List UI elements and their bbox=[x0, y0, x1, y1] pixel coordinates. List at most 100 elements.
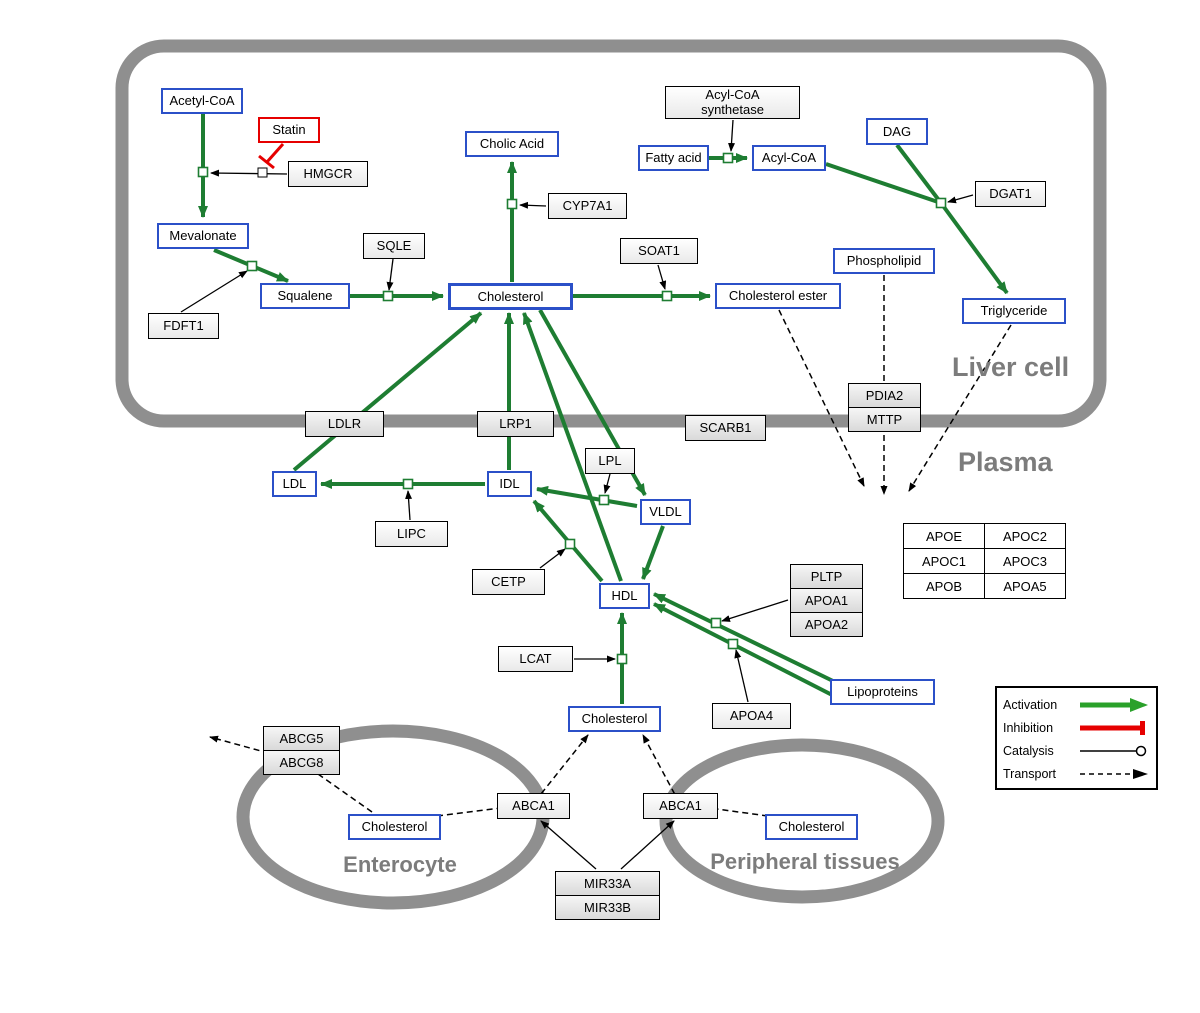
anchor-square bbox=[935, 197, 947, 209]
edge-junction-triglyceride bbox=[939, 201, 1009, 295]
node-acetyl-coa[interactable]: Acetyl-CoA bbox=[161, 88, 243, 114]
node-mevalonate[interactable]: Mevalonate bbox=[157, 223, 249, 249]
legend-row-activation: Activation bbox=[1003, 693, 1150, 716]
node-fdft1[interactable]: FDFT1 bbox=[148, 313, 219, 339]
node-lrp1[interactable]: LRP1 bbox=[477, 411, 554, 437]
node-mir33a[interactable]: MIR33A bbox=[555, 871, 660, 896]
node-statin[interactable]: Statin bbox=[258, 117, 320, 143]
legend-row-catalysis: Catalysis bbox=[1003, 739, 1150, 762]
node-triglyceride[interactable]: Triglyceride bbox=[962, 298, 1066, 324]
acyl-coa-synthetase-line2: synthetase bbox=[701, 101, 764, 117]
node-apoe[interactable]: APOE bbox=[903, 523, 985, 549]
edge-vldl-idl-lpl bbox=[536, 485, 638, 508]
transport-cholesterol-abca1-peripheral bbox=[642, 734, 769, 817]
node-cholic-acid[interactable]: Cholic Acid bbox=[465, 131, 559, 157]
node-acyl-coa[interactable]: Acyl-CoA bbox=[752, 145, 826, 171]
catalysis-lpl bbox=[603, 473, 611, 494]
anchor-square bbox=[710, 617, 722, 629]
node-apoa1[interactable]: APOA1 bbox=[790, 588, 863, 613]
transport-dashed-arrow-icon bbox=[1080, 768, 1148, 779]
node-phospholipid[interactable]: Phospholipid bbox=[833, 248, 935, 274]
node-abcg8[interactable]: ABCG8 bbox=[263, 750, 340, 775]
anchor-square bbox=[246, 260, 258, 272]
node-fatty-acid[interactable]: Fatty acid bbox=[638, 145, 709, 171]
node-pltp[interactable]: PLTP bbox=[790, 564, 863, 589]
node-pdia2[interactable]: PDIA2 bbox=[848, 383, 921, 408]
node-apoa4[interactable]: APOA4 bbox=[712, 703, 791, 729]
node-mir33b[interactable]: MIR33B bbox=[555, 895, 660, 920]
anchor-square bbox=[382, 290, 394, 302]
node-abca1-peripheral[interactable]: ABCA1 bbox=[643, 793, 718, 819]
edge-anchor-squares bbox=[197, 152, 947, 665]
node-dgat1[interactable]: DGAT1 bbox=[975, 181, 1046, 207]
node-cholesterol-plasma[interactable]: Cholesterol bbox=[568, 706, 661, 732]
legend-inhibition-label: Inhibition bbox=[1003, 720, 1054, 735]
anchor-square bbox=[598, 494, 610, 506]
node-cholesterol-peripheral[interactable]: Cholesterol bbox=[765, 814, 858, 840]
liver-cell-compartment bbox=[115, 39, 1107, 428]
transport-edges bbox=[209, 275, 1012, 817]
node-squalene[interactable]: Squalene bbox=[260, 283, 350, 309]
plasma-label: Plasma bbox=[958, 447, 1053, 477]
node-sqle[interactable]: SQLE bbox=[363, 233, 425, 259]
catalysis-circle-icon bbox=[1080, 745, 1147, 756]
inhibition-tbar-icon bbox=[1080, 720, 1145, 735]
node-apoc3[interactable]: APOC3 bbox=[984, 548, 1066, 574]
node-dag[interactable]: DAG bbox=[866, 118, 928, 145]
node-apoc2[interactable]: APOC2 bbox=[984, 523, 1066, 549]
anchor-square bbox=[402, 478, 414, 490]
node-cholesterol-liver[interactable]: Cholesterol bbox=[448, 283, 573, 310]
node-lipoproteins[interactable]: Lipoproteins bbox=[830, 679, 935, 705]
anchor-square bbox=[197, 166, 209, 178]
node-apoa5[interactable]: APOA5 bbox=[984, 573, 1066, 599]
node-cholesterol-ester[interactable]: Cholesterol ester bbox=[715, 283, 841, 309]
node-ldl[interactable]: LDL bbox=[272, 471, 317, 497]
node-mttp[interactable]: MTTP bbox=[848, 407, 921, 432]
anchor-square bbox=[506, 198, 518, 210]
peripheral-tissues-label: Peripheral tissues bbox=[710, 849, 900, 874]
node-idl[interactable]: IDL bbox=[487, 471, 532, 497]
inhibition-statin-tbar bbox=[258, 154, 275, 170]
node-soat1[interactable]: SOAT1 bbox=[620, 238, 698, 264]
regulation-mir33-abca1-right bbox=[620, 820, 675, 870]
edge-lipoproteins-hdl-lower bbox=[653, 602, 839, 700]
transport-cholesterol-abca1-enterocyte bbox=[436, 734, 589, 817]
node-hdl[interactable]: HDL bbox=[599, 583, 650, 609]
catalysis-sqle bbox=[386, 258, 394, 291]
node-apoa2[interactable]: APOA2 bbox=[790, 612, 863, 637]
anchor-square bbox=[564, 538, 576, 550]
node-cetp[interactable]: CETP bbox=[472, 569, 545, 595]
inhibition-statin-line bbox=[265, 143, 285, 163]
node-cyp7a1[interactable]: CYP7A1 bbox=[548, 193, 627, 219]
anchor-square bbox=[722, 152, 734, 164]
node-vldl[interactable]: VLDL bbox=[640, 499, 691, 525]
node-ldlr[interactable]: LDLR bbox=[305, 411, 384, 437]
anchor-square bbox=[616, 653, 628, 665]
node-lpl[interactable]: LPL bbox=[585, 448, 635, 474]
statin-target-square bbox=[257, 167, 268, 178]
node-abca1-enterocyte[interactable]: ABCA1 bbox=[497, 793, 570, 819]
legend-row-transport: Transport bbox=[1003, 762, 1150, 785]
node-scarb1[interactable]: SCARB1 bbox=[685, 415, 766, 441]
catalysis-edges bbox=[180, 119, 974, 870]
node-hmgcr[interactable]: HMGCR bbox=[288, 161, 368, 187]
node-apoc1[interactable]: APOC1 bbox=[903, 548, 985, 574]
node-lcat[interactable]: LCAT bbox=[498, 646, 573, 672]
legend-activation-label: Activation bbox=[1003, 697, 1058, 712]
inhibition-edge bbox=[258, 143, 285, 170]
node-lipc[interactable]: LIPC bbox=[375, 521, 448, 547]
node-apob[interactable]: APOB bbox=[903, 573, 985, 599]
node-abcg5[interactable]: ABCG5 bbox=[263, 726, 340, 751]
edge-ldl-cholesterol-ldlr bbox=[292, 311, 483, 472]
legend-row-inhibition: Inhibition bbox=[1003, 716, 1150, 739]
catalysis-fdft1 bbox=[180, 270, 248, 313]
catalysis-soat1 bbox=[657, 264, 667, 290]
node-cholesterol-enterocyte[interactable]: Cholesterol bbox=[348, 814, 441, 840]
liver-cell-label: Liver cell bbox=[952, 352, 1070, 382]
node-acyl-coa-synthetase[interactable]: Acyl-CoA synthetase bbox=[665, 86, 800, 119]
catalysis-cyp7a1 bbox=[519, 201, 547, 209]
catalysis-lipc bbox=[405, 490, 413, 521]
legend-transport-label: Transport bbox=[1003, 766, 1057, 781]
legend: Activation Inhibition Catalysis Transpor… bbox=[995, 686, 1158, 790]
